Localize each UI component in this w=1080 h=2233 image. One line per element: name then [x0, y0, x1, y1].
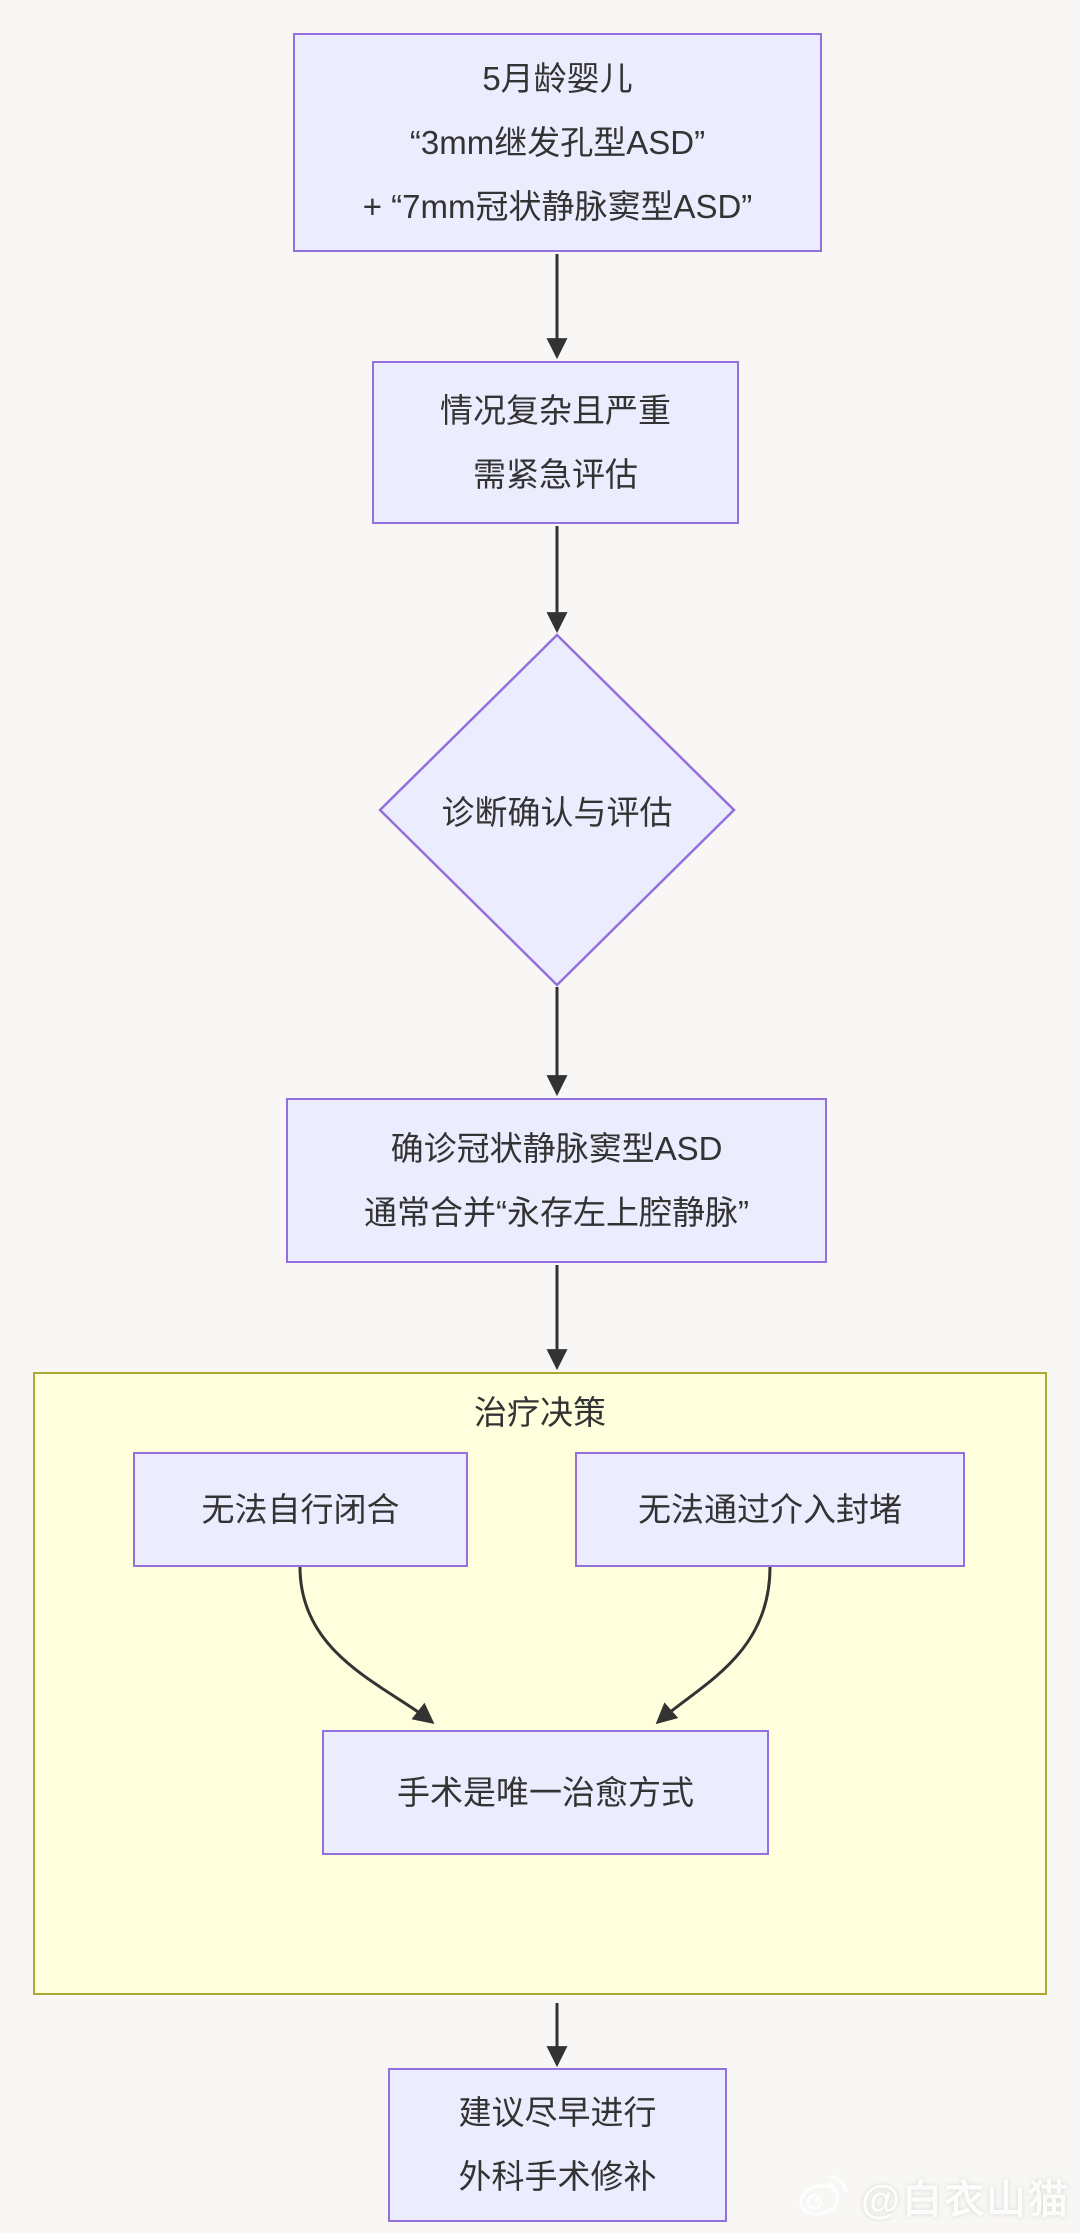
flowchart-node-no-self-close: 无法自行闭合: [133, 1452, 468, 1567]
node-confirm-line2: 通常合并“永存左上腔静脉”: [364, 1193, 749, 1231]
weibo-icon: [799, 2175, 848, 2216]
node-urgent-line2: 需紧急评估: [473, 455, 638, 493]
node-recommend-line1: 建议尽早进行: [458, 2094, 657, 2131]
flowchart-node-patient: 5月龄婴儿 “3mm继发孔型ASD” + “7mm冠状静脉窦型ASD”: [293, 33, 822, 252]
node-urgent-line1: 情况复杂且严重: [440, 391, 671, 429]
watermark-text: @白衣山猫: [860, 2178, 1070, 2222]
flowchart-node-surgery-only-cure: 手术是唯一治愈方式: [322, 1730, 769, 1855]
node-patient-line3: + “7mm冠状静脉窦型ASD”: [362, 187, 753, 225]
node-recommend-line2: 外科手术修补: [458, 2158, 657, 2195]
node-patient-line2: “3mm继发孔型ASD”: [409, 123, 706, 161]
flowchart-node-urgent-assessment: 情况复杂且严重 需紧急评估: [372, 361, 739, 524]
node-confirm-line1: 确诊冠状静脉窦型ASD: [390, 1129, 723, 1167]
flowchart-node-recommendation: 建议尽早进行 外科手术修补: [388, 2068, 727, 2222]
watermark: @白衣山猫: [795, 2167, 1070, 2225]
flowchart-node-confirmed-diagnosis: 确诊冠状静脉窦型ASD 通常合并“永存左上腔静脉”: [286, 1098, 827, 1263]
flowchart-node-diagnosis-label: 诊断确认与评估: [441, 794, 673, 831]
flowchart-node-no-catheter-closure: 无法通过介入封堵: [575, 1452, 965, 1567]
subgraph-title: 治疗决策: [474, 1394, 606, 1431]
node-patient-line1: 5月龄婴儿: [482, 59, 633, 97]
